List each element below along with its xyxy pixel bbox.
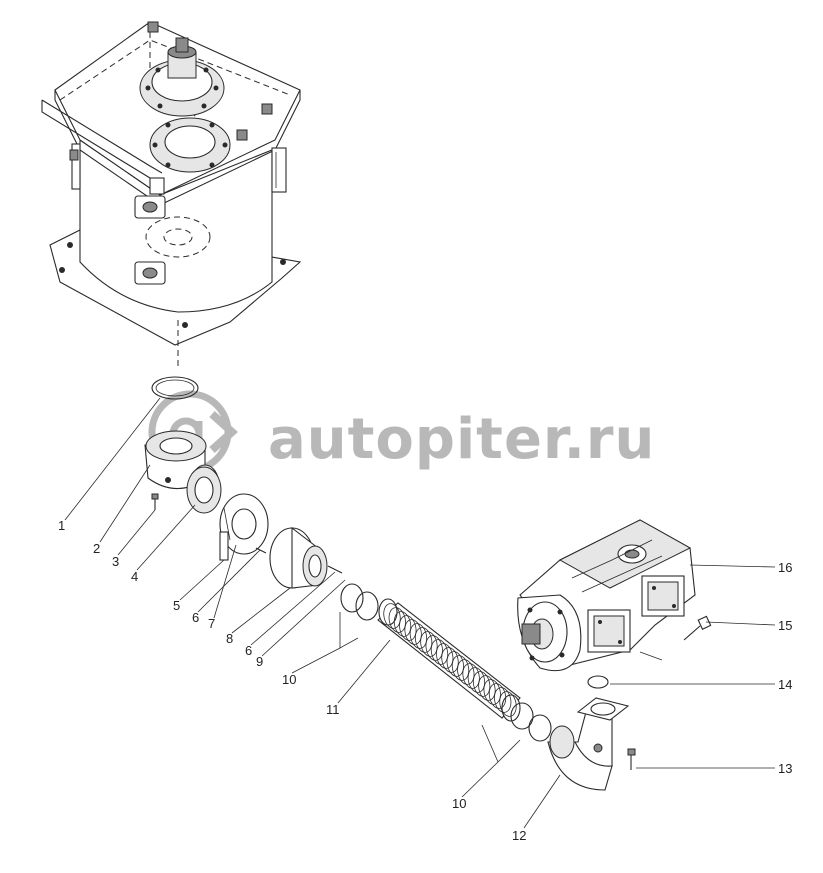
hose-corrugation-ring: [483, 679, 501, 705]
bolt-part-13: [627, 748, 636, 770]
hose-corrugation-ring: [457, 659, 475, 685]
hose-corrugation-ring: [393, 611, 412, 637]
pin-part-7: [255, 547, 267, 554]
callout-7: 7: [208, 616, 215, 631]
hydraulic-tank: [41, 21, 302, 370]
callout-6a: 6: [192, 610, 199, 625]
hose-corrugation-ring: [388, 607, 406, 633]
callout-9: 9: [256, 654, 263, 669]
hose-corrugation-ring: [467, 667, 486, 693]
flange-part-5: [219, 493, 269, 555]
hose-corrugation-ring: [399, 615, 417, 641]
callout-1: 1: [58, 518, 65, 533]
callout-16: 16: [778, 560, 792, 575]
hose-corrugation-ring: [383, 603, 401, 629]
callout-3: 3: [112, 554, 119, 569]
o-ring-part-14: [587, 675, 609, 689]
corrugated-hose-part-11: [377, 598, 521, 722]
leader-lines: [64, 397, 776, 829]
callout-14: 14: [778, 677, 792, 692]
stud-part-6: [219, 531, 229, 561]
adapter-flange-part-8: [269, 526, 328, 589]
elbow-pipe-part-12: [547, 697, 630, 791]
hose-corrugation-ring: [409, 623, 428, 649]
hose-clamps-part-10-lower: [510, 702, 552, 742]
hose-corrugation-ring: [430, 639, 449, 665]
hose-corrugation-ring: [488, 683, 507, 709]
hose-corrugation-ring: [420, 631, 438, 657]
callout-10b: 10: [452, 796, 466, 811]
hose-corrugation-ring: [414, 627, 433, 653]
callout-13: 13: [778, 761, 792, 776]
callout-4: 4: [131, 569, 138, 584]
hose-corrugation-ring: [478, 675, 496, 701]
hose-corrugation-ring: [462, 663, 480, 689]
callout-12: 12: [512, 828, 526, 843]
elbow-fitting-part-3: [144, 430, 220, 506]
hose-corrugation-ring: [404, 619, 422, 645]
callout-2: 2: [93, 541, 100, 556]
callout-6b: 6: [245, 643, 252, 658]
callout-8: 8: [226, 631, 233, 646]
hose-corrugation-ring: [436, 643, 454, 669]
watermark-text: autopiter.ru: [268, 407, 655, 472]
callout-11: 11: [326, 702, 340, 717]
hose-corrugation-ring: [446, 651, 464, 677]
callout-labels: 1 2 3 4 5 6 7 8 6 9 10 11 10 12 13 14 15…: [58, 518, 792, 843]
o-ring-part-1: [151, 376, 199, 400]
hose-clamps-part-10-upper: [340, 583, 379, 621]
hose-corrugation-ring: [451, 655, 470, 681]
bolt-part-9: [327, 565, 343, 574]
callout-10a: 10: [282, 672, 296, 687]
hydraulic-pump-part-16: [517, 519, 696, 672]
watermark: autopiter.ru: [148, 390, 655, 474]
hose-corrugation-ring: [425, 635, 443, 661]
hose-corrugation-ring: [441, 647, 459, 673]
hose-corrugation-ring: [472, 671, 491, 697]
callout-5: 5: [173, 598, 180, 613]
flange-gasket-part-4: [186, 466, 222, 514]
callout-15: 15: [778, 618, 792, 633]
bolt-part-2: [151, 493, 159, 510]
hose-corrugation-ring: [494, 687, 512, 713]
bolt-part-15: [683, 615, 712, 641]
